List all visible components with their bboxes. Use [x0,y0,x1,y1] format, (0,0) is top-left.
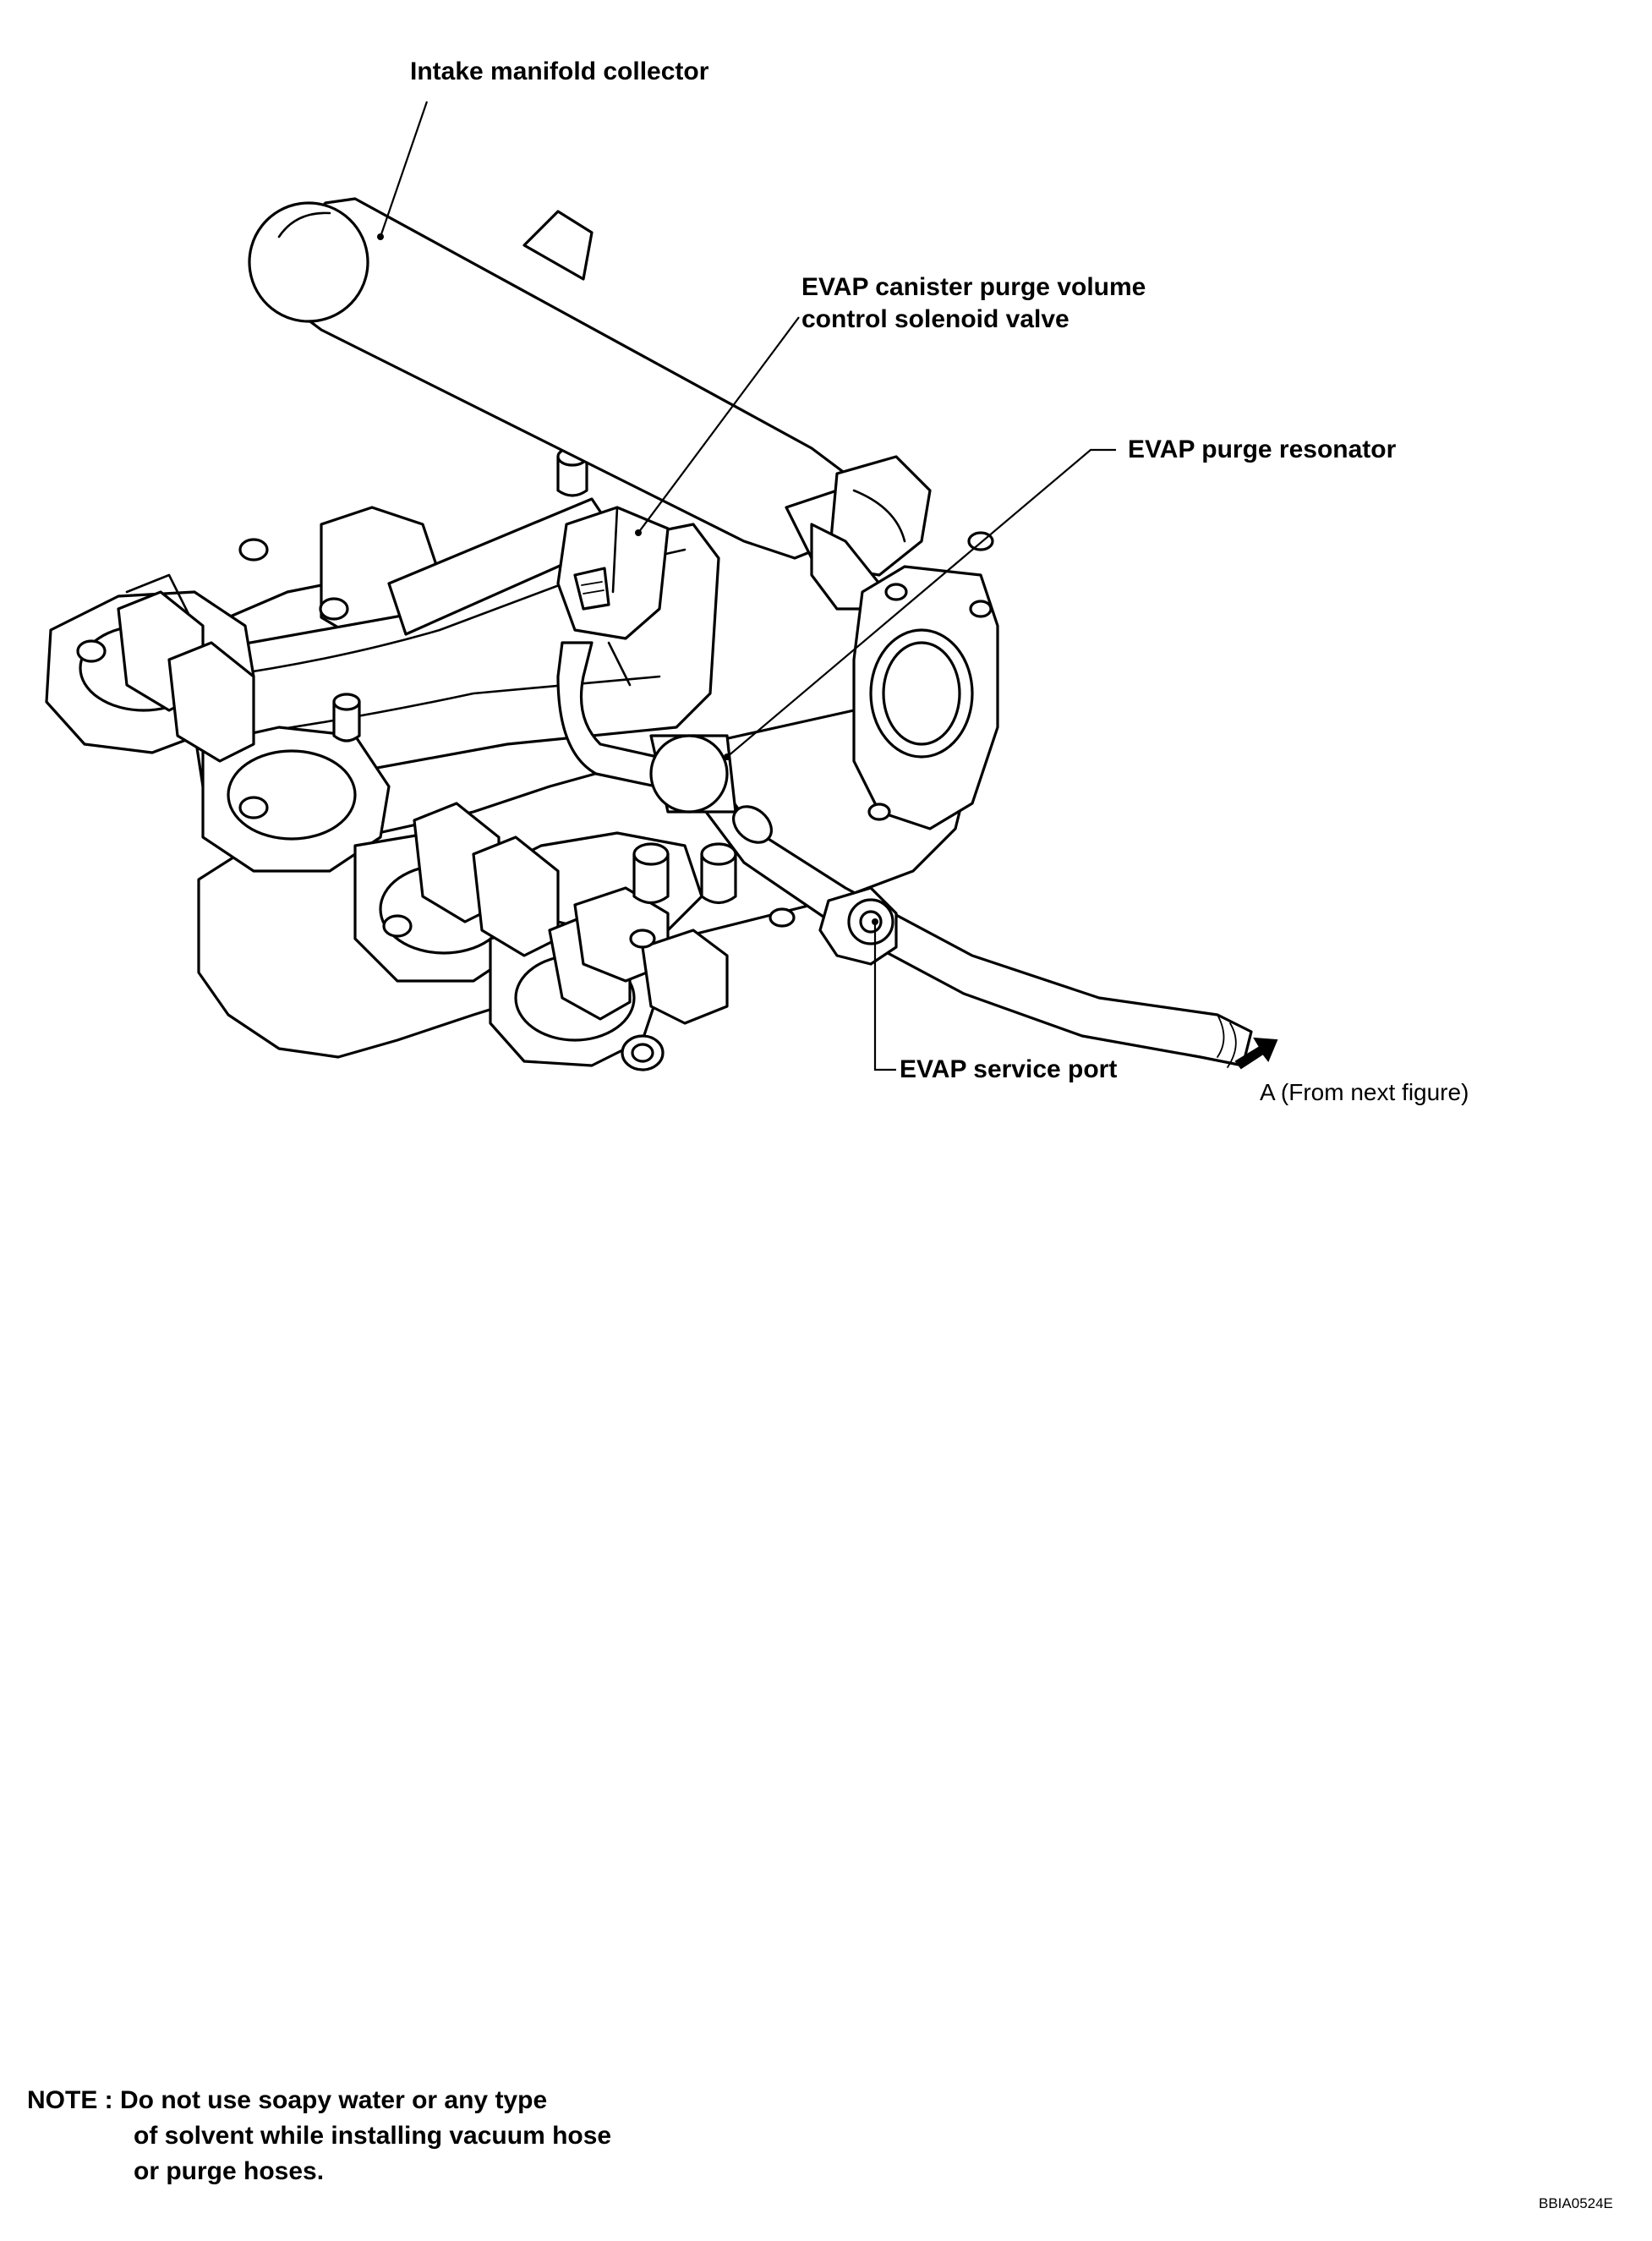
throttle-body-flange [852,565,999,830]
label-from-next-figure: A (From next figure) [1260,1079,1469,1105]
figure-code: BBIA0524E [1539,2195,1613,2211]
leader-lines [377,101,1116,1071]
label-intake-manifold-collector: Intake manifold collector [410,58,709,85]
label-evap-service-port: EVAP service port [900,1055,1118,1083]
arrow-a-icon [1234,1037,1278,1070]
label-evap-purge-resonator: EVAP purge resonator [1128,436,1397,463]
note-line-1: NOTE : Do not use soapy water or any typ… [27,2083,611,2118]
note-prefix: NOTE : [27,2086,120,2114]
note-line-2: of solvent while installing vacuum hose [134,2122,612,2150]
label-evap-solenoid-line-1: EVAP canister purge volume [801,273,1146,301]
installation-note: NOTE : Do not use soapy water or any typ… [27,2083,611,2189]
intake-manifold-collector [248,197,932,611]
evap-service-port [818,886,898,966]
note-line-3: or purge hoses. [134,2157,325,2185]
evap-purge-solenoid-valve [556,506,670,640]
note-text-1: Do not use soapy water or any type [120,2086,548,2114]
injector-bosses [117,590,729,1025]
label-evap-solenoid-line-2: control solenoid valve [801,305,1069,333]
evap-purge-hoses [556,641,1253,1068]
